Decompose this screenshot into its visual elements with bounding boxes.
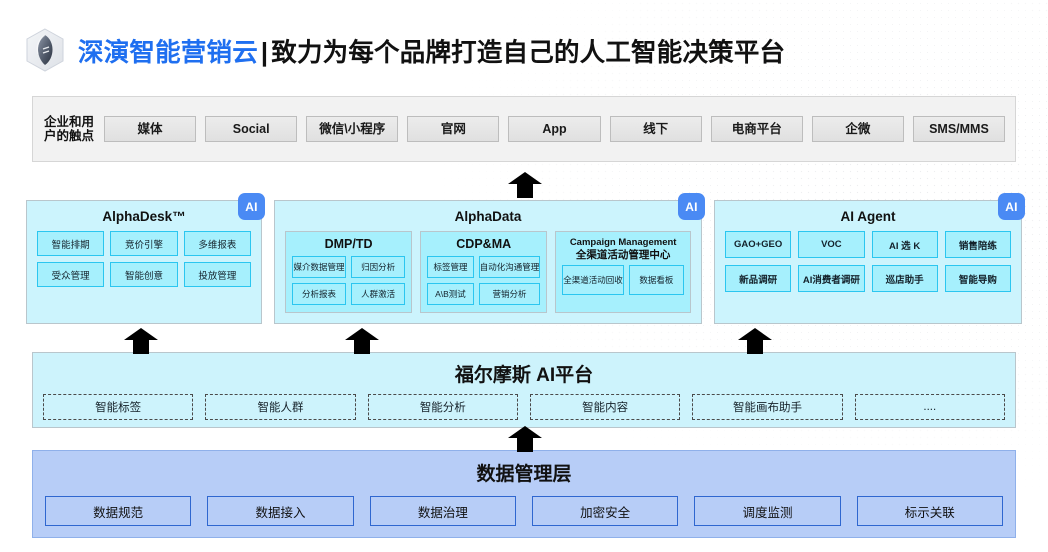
ai-agent-tile[interactable]: AI消费者调研 <box>798 265 865 292</box>
touchpoints-label: 企业和用户的触点 <box>44 114 95 144</box>
panel-alphadata: AI AlphaData DMP/TD 媒介数据管理 归因分析 分析报表 人群激… <box>274 193 705 324</box>
campaign-tiles: 全渠道活动回收 数据看板 <box>562 265 684 295</box>
group-title-dmp-td: DMP/TD <box>324 237 373 251</box>
alphadata-groups: DMP/TD 媒介数据管理 归因分析 分析报表 人群激活 CDP&MA 标签管理… <box>285 231 691 313</box>
holmes-tile[interactable]: 智能分析 <box>367 394 518 420</box>
ai-agent-tile[interactable]: VOC <box>798 231 865 258</box>
touchpoint-chip[interactable]: Social <box>205 116 298 142</box>
dmp-td-tile[interactable]: 人群激活 <box>351 283 406 305</box>
group-campaign-management: Campaign Management 全渠道活动管理中心 全渠道活动回收 数据… <box>555 231 691 313</box>
dmp-td-tile[interactable]: 归因分析 <box>351 256 406 278</box>
data-management-tile[interactable]: 标示关联 <box>856 496 1003 526</box>
campaign-tile[interactable]: 全渠道活动回收 <box>562 265 624 295</box>
campaign-tile[interactable]: 数据看板 <box>628 265 684 295</box>
cdp-ma-tile[interactable]: 自动化沟通管理 <box>478 256 541 278</box>
arrow-up-icon <box>508 426 542 452</box>
touchpoint-chip[interactable]: 官网 <box>407 116 500 142</box>
touchpoints-list: 媒体 Social 微信\小程序 官网 App 线下 电商平台 企微 SMS/M… <box>96 116 1015 142</box>
touchpoint-chip[interactable]: 线下 <box>609 116 702 142</box>
touchpoint-chip[interactable]: 电商平台 <box>710 116 803 142</box>
group-title-campaign-management: Campaign Management 全渠道活动管理中心 <box>562 237 684 261</box>
holmes-tile[interactable]: 智能画布助手 <box>692 394 843 420</box>
page-header: 深演智能营销云|致力为每个品牌打造自己的人工智能决策平台 <box>0 0 1048 78</box>
panel-alphadesk: AI AlphaDesk™ 智能排期 竞价引擎 多维报表 受众管理 智能创意 投… <box>26 193 265 324</box>
ai-agent-tile[interactable]: 销售陪练 <box>944 231 1011 258</box>
panel-title-ai-agent: AI Agent <box>840 209 896 224</box>
cdp-ma-tile[interactable]: 标签管理 <box>427 256 474 278</box>
ai-agent-tile[interactable]: 巡店助手 <box>871 265 938 292</box>
touchpoint-chip[interactable]: App <box>508 116 601 142</box>
arrow-up-icon <box>738 328 772 354</box>
data-management-tile[interactable]: 调度监测 <box>694 496 841 526</box>
arrow-up-icon <box>124 328 158 354</box>
ai-badge: AI <box>998 193 1025 220</box>
ai-agent-tile[interactable]: 智能导购 <box>944 265 1011 292</box>
touchpoint-chip[interactable]: 企微 <box>811 116 904 142</box>
data-management-tile[interactable]: 数据接入 <box>207 496 354 526</box>
cube-leaf-logo-icon <box>22 26 68 74</box>
brand-name: 深演智能营销云 <box>78 38 258 67</box>
ai-agent-tile[interactable]: GAO+GEO <box>725 231 792 258</box>
alphadesk-tile[interactable]: 智能排期 <box>37 231 105 256</box>
touchpoint-chip[interactable]: SMS/MMS <box>912 116 1005 142</box>
cdp-ma-tile[interactable]: 营销分析 <box>478 283 541 305</box>
group-dmp-td: DMP/TD 媒介数据管理 归因分析 分析报表 人群激活 <box>285 231 413 313</box>
holmes-tile[interactable]: 智能内容 <box>529 394 681 420</box>
cdp-ma-tiles: 标签管理 自动化沟通管理 A\B测试 营销分析 <box>427 256 541 305</box>
ai-badge: AI <box>678 193 705 220</box>
ai-agent-tile[interactable]: AI 选 K <box>871 231 938 258</box>
panel-ai-agent: AI AI Agent GAO+GEO VOC AI 选 K 销售陪练 新品调研… <box>714 193 1025 324</box>
tagline: 致力为每个品牌打造自己的人工智能决策平台 <box>271 38 786 67</box>
data-management-tiles: 数据规范 数据接入 数据治理 加密安全 调度监测 标示关联 <box>45 496 1003 526</box>
holmes-tile[interactable]: 智能人群 <box>205 394 356 420</box>
ai-agent-tiles: GAO+GEO VOC AI 选 K 销售陪练 新品调研 AI消费者调研 巡店助… <box>725 231 1011 292</box>
dmp-td-tile[interactable]: 媒介数据管理 <box>292 256 347 278</box>
campaign-title-en: Campaign Management <box>569 237 677 248</box>
alphadesk-tile[interactable]: 智能创意 <box>110 262 178 287</box>
dmp-td-tile[interactable]: 分析报表 <box>292 283 347 305</box>
page-title: 深演智能营销云|致力为每个品牌打造自己的人工智能决策平台 <box>78 32 785 69</box>
touchpoint-chip[interactable]: 媒体 <box>104 116 197 142</box>
alphadesk-tile[interactable]: 投放管理 <box>183 262 251 287</box>
alphadesk-tile[interactable]: 受众管理 <box>37 262 105 287</box>
alphadesk-tiles: 智能排期 竞价引擎 多维报表 受众管理 智能创意 投放管理 <box>37 231 251 287</box>
holmes-tile-more[interactable]: .... <box>854 394 1005 420</box>
holmes-tiles: 智能标签 智能人群 智能分析 智能内容 智能画布助手 .... <box>43 394 1005 420</box>
panel-title-alphadata: AlphaData <box>454 209 522 224</box>
dmp-td-tiles: 媒介数据管理 归因分析 分析报表 人群激活 <box>292 256 406 305</box>
data-management-title: 数据管理层 <box>476 464 572 485</box>
group-title-cdp-ma: CDP&MA <box>456 237 512 251</box>
cdp-ma-tile[interactable]: A\B测试 <box>427 283 474 305</box>
panel-title-alphadesk: AlphaDesk™ <box>102 209 186 224</box>
alphadesk-tile[interactable]: 竞价引擎 <box>110 231 178 256</box>
holmes-ai-platform: 福尔摩斯 AI平台 智能标签 智能人群 智能分析 智能内容 智能画布助手 ...… <box>32 352 1016 428</box>
touchpoints-bar: 企业和用户的触点 媒体 Social 微信\小程序 官网 App 线下 电商平台… <box>32 96 1016 162</box>
arrow-up-icon <box>345 328 379 354</box>
product-panels-row: AI AlphaDesk™ 智能排期 竞价引擎 多维报表 受众管理 智能创意 投… <box>26 193 1025 324</box>
alphadesk-tile[interactable]: 多维报表 <box>183 231 251 256</box>
holmes-title: 福尔摩斯 AI平台 <box>454 365 594 386</box>
group-cdp-ma: CDP&MA 标签管理 自动化沟通管理 A\B测试 营销分析 <box>420 231 548 313</box>
data-management-tile[interactable]: 数据治理 <box>369 496 516 526</box>
ai-agent-tile[interactable]: 新品调研 <box>725 265 792 292</box>
data-management-tile[interactable]: 加密安全 <box>531 496 679 526</box>
title-separator: | <box>260 38 269 67</box>
holmes-tile[interactable]: 智能标签 <box>43 394 194 420</box>
arrow-up-icon <box>508 172 542 198</box>
ai-badge: AI <box>238 193 265 220</box>
data-management-tile[interactable]: 数据规范 <box>45 496 192 526</box>
touchpoint-chip[interactable]: 微信\小程序 <box>306 116 399 142</box>
campaign-title-cn: 全渠道活动管理中心 <box>575 249 671 261</box>
data-management-layer: 数据管理层 数据规范 数据接入 数据治理 加密安全 调度监测 标示关联 <box>32 450 1016 538</box>
